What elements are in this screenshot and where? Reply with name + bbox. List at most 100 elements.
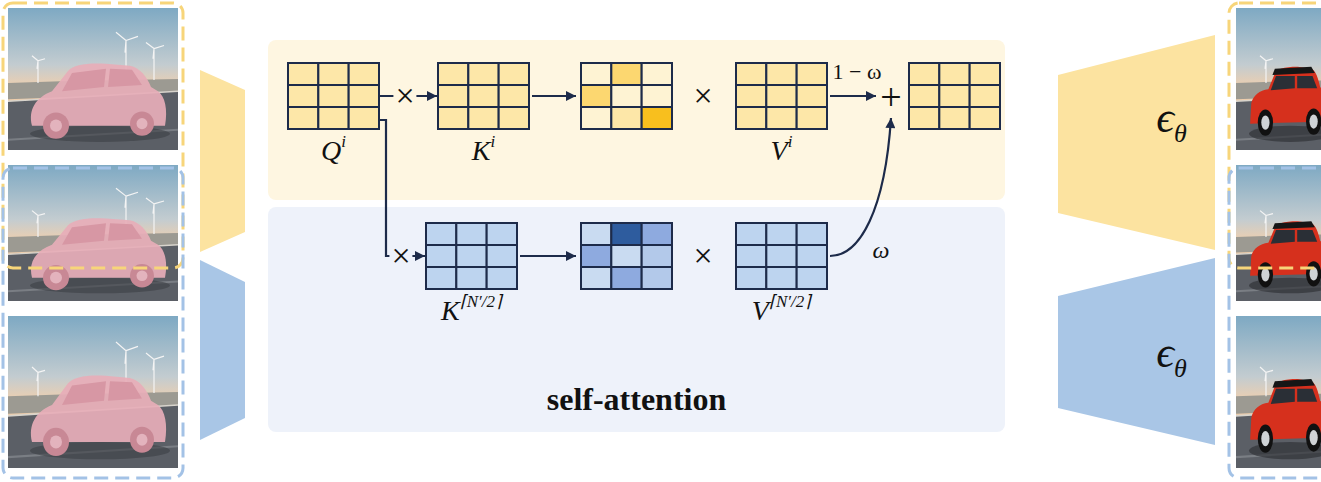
flow-arrow	[532, 95, 576, 97]
denoiser-block: ϵθ	[1058, 35, 1215, 250]
matrix-cell	[487, 267, 517, 289]
flow-arrow	[380, 120, 425, 256]
panel-title: self-attention	[268, 379, 1005, 419]
matrix-cell	[426, 223, 456, 245]
matrix-cell	[909, 63, 939, 85]
output-matrix	[909, 63, 1000, 129]
matrix-cell	[766, 85, 796, 107]
multiply-sign: ×	[393, 77, 416, 114]
masked-car	[30, 64, 170, 142]
matrix-cell	[939, 85, 969, 107]
matrix-cell	[581, 107, 611, 129]
matrix-superscript: ⌈N′/2⌉	[769, 292, 811, 311]
matrix-cell	[487, 245, 517, 267]
matrix-cell	[288, 85, 318, 107]
trapezoid-shape	[1058, 35, 1215, 250]
model-subscript: θ	[1174, 354, 1187, 383]
matrix-grid	[735, 222, 828, 290]
matrix-cell	[611, 85, 641, 107]
matrix-cell	[499, 63, 529, 85]
dashed-bracket	[3, 168, 183, 478]
output-frame	[1236, 165, 1321, 301]
value-matrix: V⌈N′/2⌉	[735, 222, 828, 332]
matrix-cell	[581, 85, 611, 107]
input-frame	[8, 316, 178, 468]
output-frame	[1236, 8, 1321, 150]
matrix-cell	[736, 223, 766, 245]
key-matrix: K⌈N′/2⌉	[425, 222, 518, 332]
matrix-cell	[766, 267, 796, 289]
model-symbol: ϵ	[1156, 93, 1174, 142]
matrix-cell	[456, 245, 486, 267]
matrix-grid	[287, 62, 380, 130]
matrix-cell	[611, 107, 641, 129]
matrix-label: Q	[321, 135, 341, 166]
matrix-cell	[611, 63, 641, 85]
matrix-cell	[766, 223, 796, 245]
flow-arrow	[830, 95, 876, 97]
matrix-label: V	[752, 295, 769, 326]
matrix-cell	[642, 107, 672, 129]
matrix-cell	[456, 223, 486, 245]
matrix-cell	[288, 107, 318, 129]
matrix-cell	[970, 85, 1000, 107]
trapezoid-shape	[1058, 35, 1215, 250]
matrix-superscript: i	[788, 132, 793, 151]
encoder-block	[200, 70, 245, 252]
self-attention-panel: self-attentionK⌈N′/2⌉V⌈N′/2⌉	[268, 207, 1005, 432]
matrix-grid	[425, 222, 518, 290]
matrix-cell	[499, 85, 529, 107]
multiply-sign: ×	[691, 237, 714, 274]
matrix-cell	[611, 267, 641, 289]
red-car	[1249, 67, 1321, 142]
query-matrix: Qi	[287, 62, 380, 172]
trapezoid-shape	[1058, 258, 1215, 445]
matrix-cell	[487, 223, 517, 245]
matrix-cell	[468, 85, 498, 107]
matrix-cell	[642, 245, 672, 267]
matrix-superscript: ⌈N′/2⌉	[460, 292, 502, 311]
matrix-cell	[456, 267, 486, 289]
matrix-cell	[318, 107, 348, 129]
matrix-cell	[581, 63, 611, 85]
matrix-grid	[437, 62, 530, 130]
multiply-sign: ×	[691, 77, 714, 114]
matrix-cell	[970, 107, 1000, 129]
model-subscript: θ	[1174, 119, 1187, 148]
matrix-cell	[766, 107, 796, 129]
matrix-cell	[438, 63, 468, 85]
matrix-superscript: i	[341, 132, 346, 151]
matrix-cell	[438, 85, 468, 107]
matrix-cell	[426, 267, 456, 289]
matrix-cell	[581, 245, 611, 267]
matrix-cell	[581, 223, 611, 245]
model-symbol: ϵ	[1156, 328, 1174, 377]
weight-label: 1 − ω	[831, 59, 884, 84]
key-matrix: Ki	[437, 62, 530, 172]
matrix-cell	[642, 267, 672, 289]
matrix-cell	[468, 63, 498, 85]
matrix-grid	[735, 62, 828, 130]
matrix-cell	[766, 245, 796, 267]
weight-label: ω	[871, 237, 892, 263]
input-frame	[8, 165, 178, 301]
red-car	[1249, 221, 1321, 293]
matrix-cell	[642, 85, 672, 107]
matrix-cell	[318, 63, 348, 85]
attention-panel	[268, 207, 1005, 432]
input-frame	[8, 8, 178, 150]
attention-panel	[268, 40, 1005, 200]
matrix-cell	[909, 85, 939, 107]
matrix-cell	[642, 223, 672, 245]
matrix-cell	[736, 85, 766, 107]
attention-map	[581, 63, 672, 129]
matrix-cell	[736, 107, 766, 129]
matrix-cell	[736, 245, 766, 267]
masked-car	[30, 218, 170, 293]
matrix-cell	[288, 63, 318, 85]
matrix-cell	[797, 245, 827, 267]
plus-sign: +	[878, 76, 903, 118]
value-matrix: Vi	[735, 62, 828, 172]
dashed-bracket	[1229, 168, 1321, 478]
matrix-cell	[438, 107, 468, 129]
